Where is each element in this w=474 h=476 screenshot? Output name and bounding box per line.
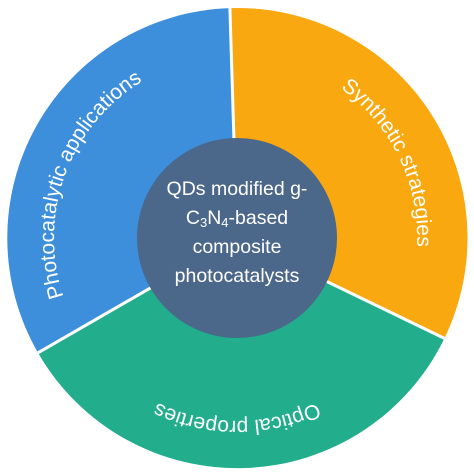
hub-line-1: QDs modified g- bbox=[167, 178, 308, 200]
hub-line-2: C3N4-based bbox=[186, 207, 288, 230]
hub-line-3: composite bbox=[193, 236, 282, 258]
center-hub bbox=[137, 138, 337, 338]
hub-line-4: photocatalysts bbox=[175, 265, 300, 287]
